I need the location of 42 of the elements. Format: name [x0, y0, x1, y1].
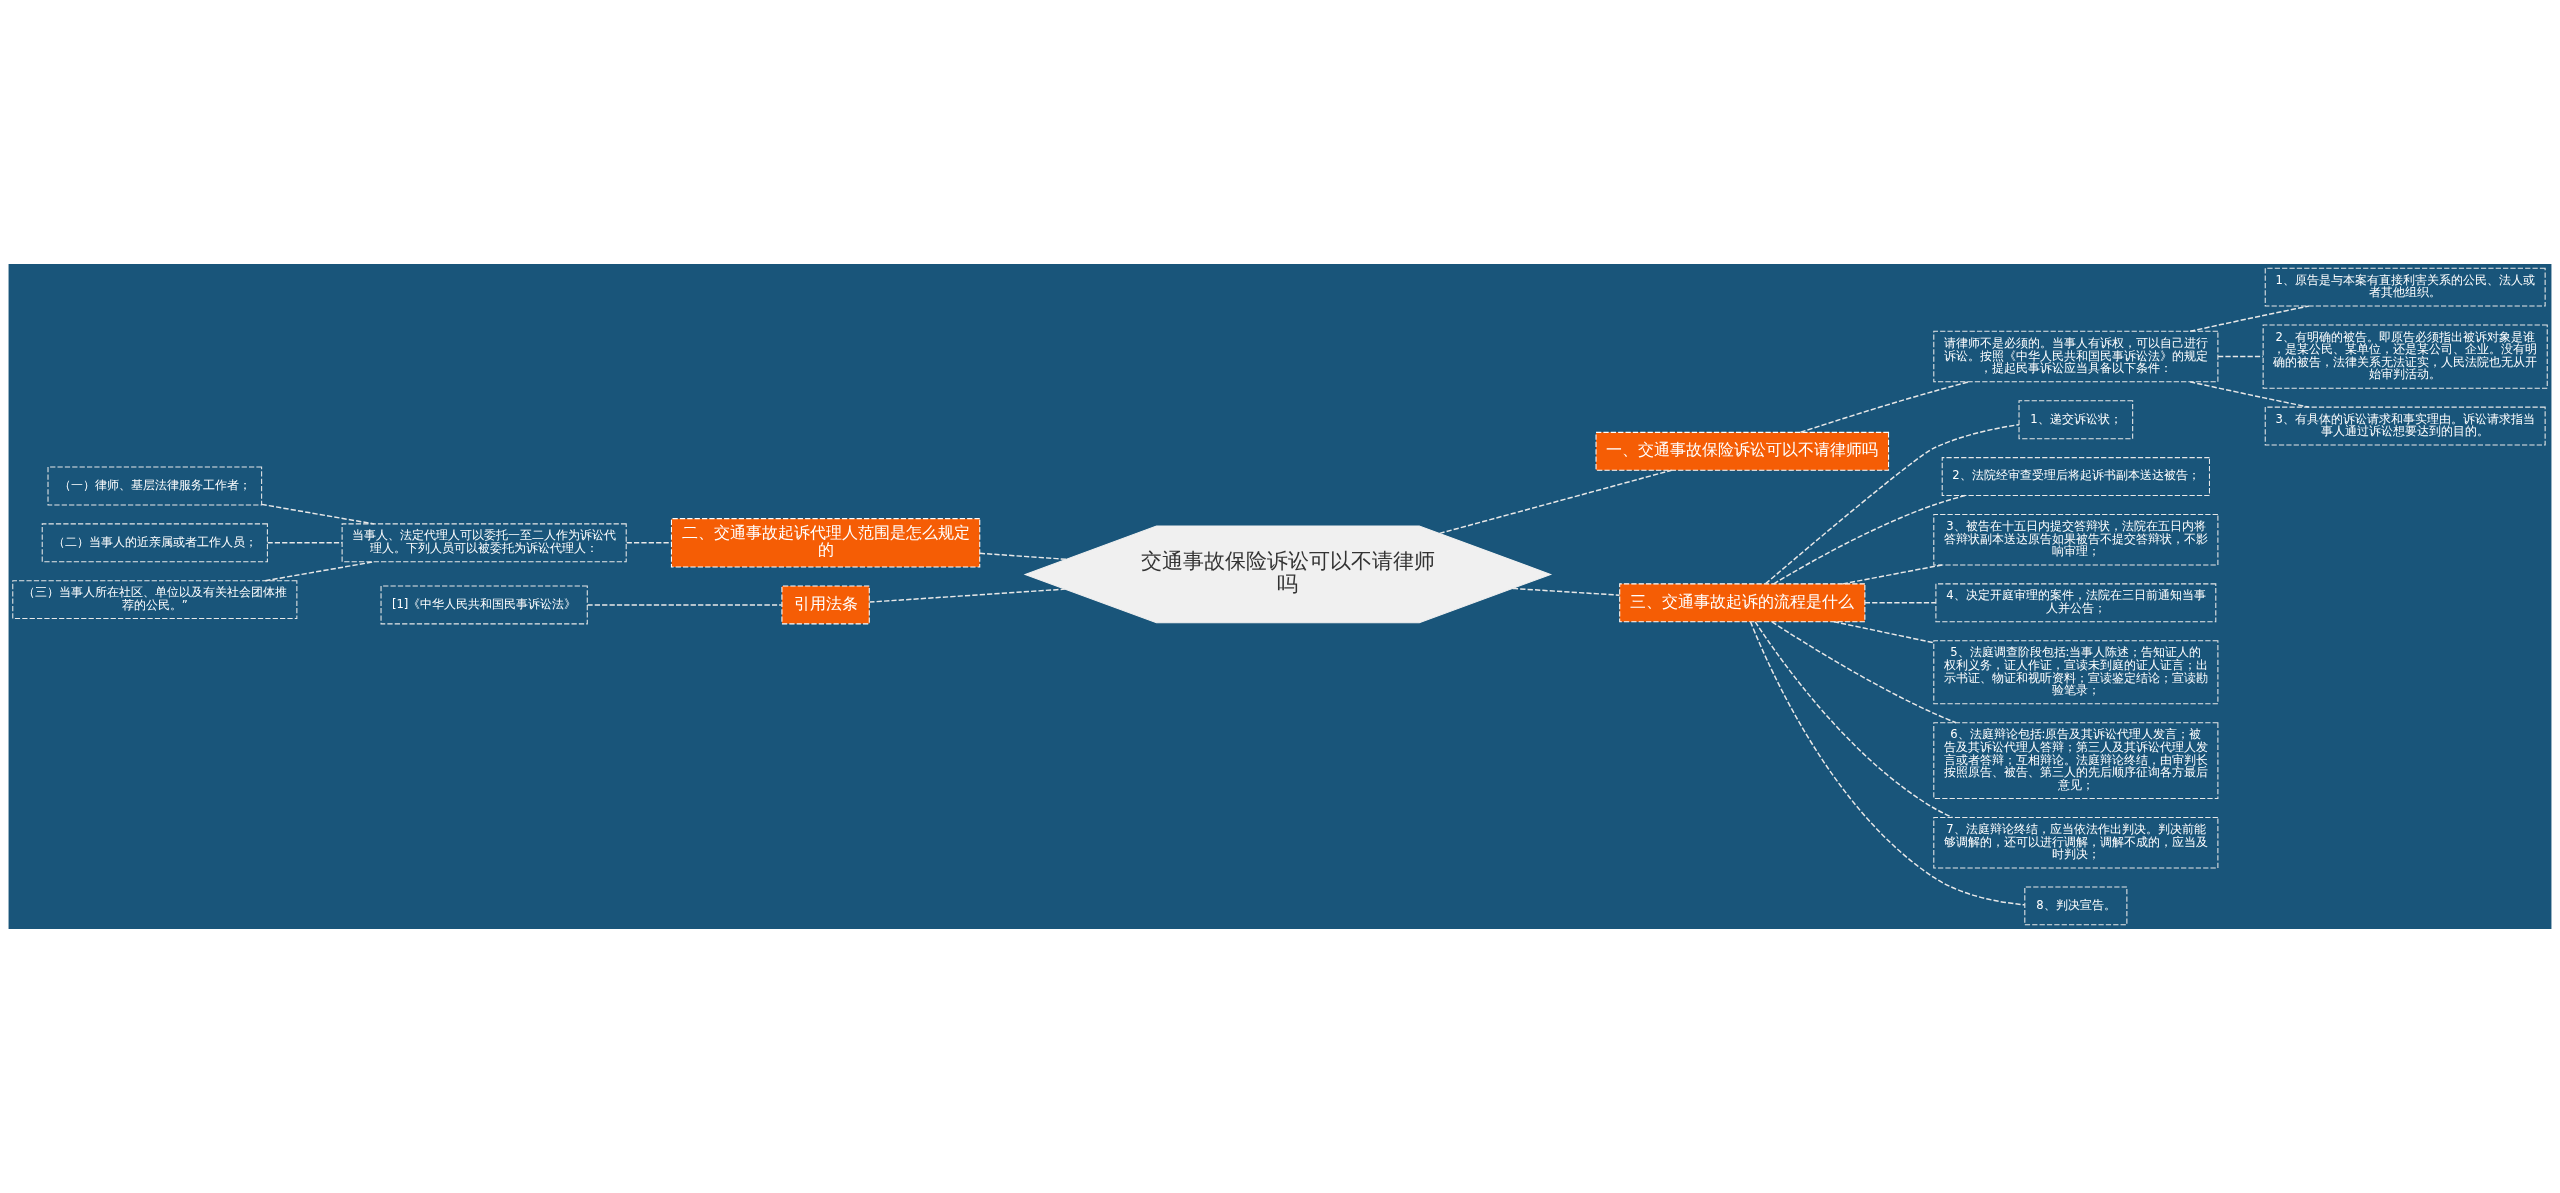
node-box: 3、被告在十五日内提交答辩状，法院在五日内将答辩状副本送达原告如果被告不提交答辩状，不影响审理； — [1933, 513, 2219, 566]
connector — [264, 561, 375, 582]
node-box: 一、交通事故保险诉讼可以不请律师吗 — [1595, 431, 1890, 471]
node-box: 8、判决宣告。 — [2024, 886, 2128, 926]
node-box: 1、原告是与本案有直接利害关系的公民、法人或者其他组织。 — [2264, 267, 2546, 307]
node-box: [1]《中华人民共和国民事诉讼法》 — [380, 585, 588, 625]
node-box: 6、法庭辩论包括:原告及其诉讼代理人发言；被告及其诉讼代理人答辩；第三人及其诉讼代理人发言或者答辩；互相辩论。法庭辩论终结，由审判长按照原告、被告、第三人的先后顺序征询各方最后意见； — [1933, 722, 2219, 800]
node-box: 三、交通事故起诉的流程是什么 — [1619, 583, 1866, 623]
connector — [260, 503, 375, 525]
node-box: 7、法庭辩论终结，应当依法作出判决。判决前能够调解的，还可以进行调解，调解不成的，应当及时判决； — [1933, 816, 2219, 869]
connector — [868, 588, 1066, 603]
connector — [266, 542, 343, 544]
connector — [1771, 621, 1957, 724]
connector — [625, 542, 672, 544]
node-box: 当事人、法定代理人可以委托一至二人作为诉讼代理人。下列人员可以被委托为诉讼代理人： — [341, 523, 627, 563]
connector — [1749, 621, 2026, 906]
node-box: （二）当事人的近亲属或者工作人员； — [41, 523, 268, 563]
connector — [2217, 355, 2264, 358]
connector — [1833, 621, 1935, 644]
connector — [1799, 381, 1970, 433]
node-box: 5、法庭调查阶段包括:当事人陈述；告知证人的权利义务，证人作证，宣读未到庭的证人证言；出示书证、物证和视听资料；宣读鉴定结论；宣读勘验笔录； — [1933, 640, 2219, 705]
connector — [1864, 602, 1937, 604]
node-box: 2、有明确的被告。即原告必须指出被诉对象是谁，是某公民、某单位，还是某公司、企业。没有明确的被告，法律关系无法证实，人民法院也无从开始审判活动。 — [2262, 324, 2548, 389]
node-box: 二、交通事故起诉代理人范围是怎么规定的 — [670, 518, 981, 568]
connector — [1773, 494, 1966, 585]
connector — [1512, 587, 1621, 596]
node-box: （一）律师、基层法律服务工作者； — [47, 466, 263, 506]
connector — [979, 552, 1067, 560]
connector — [2189, 305, 2310, 333]
node-box: 引用法条 — [781, 585, 870, 625]
connector — [1842, 564, 1943, 585]
connector — [2189, 381, 2310, 408]
connector — [1438, 469, 1673, 535]
node-box: 3、有具体的诉讼请求和事实理由。诉讼请求指当事人通过诉讼想要达到的目的。 — [2264, 406, 2546, 446]
connector — [1754, 621, 1953, 819]
node-box: 1、递交诉讼状； — [2018, 400, 2134, 440]
node-box: 请律师不是必须的。当事人有诉权，可以自己进行诉讼。按照《中华人民共和国民事诉讼法》的规定，提起民事诉讼应当具备以下条件： — [1933, 330, 2219, 383]
node-box: （三）当事人所在社区、单位以及有关社会团体推荐的公民。” — [12, 580, 298, 620]
connector — [586, 604, 783, 606]
connector — [1764, 423, 2020, 585]
node-box: 2、法院经审查受理后将起诉书副本送达被告； — [1941, 457, 2210, 496]
node-box: 4、决定开庭审理的案件，法院在三日前通知当事人并公告； — [1935, 583, 2217, 623]
